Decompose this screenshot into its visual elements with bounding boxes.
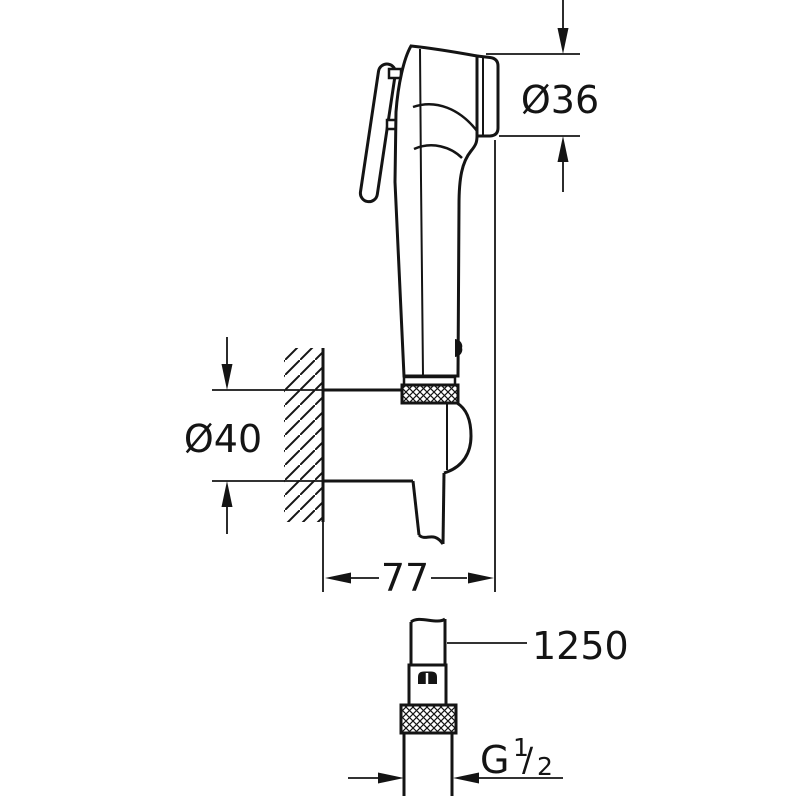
body-contour-lower [413,144,463,159]
hose-upper-right-edge [441,472,446,545]
arrow-left [453,772,479,784]
dim-bracket-diameter: Ø40 [184,337,323,534]
spray-body [393,44,479,378]
handle-clip-detail [455,339,463,357]
arrow-up [557,136,569,162]
arrow-left [325,572,351,584]
hose-break-line-top [417,533,445,545]
dim-label-thread-slash: / [522,740,534,779]
dim-label-head-diameter: Ø36 [521,78,599,122]
spray-face [475,54,500,138]
dim-label-thread-numerator: 1 [513,733,529,762]
body-highlight-line [419,48,424,376]
arrow-up [221,481,233,507]
dim-label-thread-denominator: 2 [537,752,553,781]
hose-lower-section [399,617,458,796]
hose-connector [407,663,448,707]
knurled-nut-lower [399,703,458,735]
dim-thread-size: G 1 / 2 [348,733,563,784]
arrow-right [378,772,404,784]
holder-bulge [443,401,473,475]
dim-hose-length: 1250 [447,624,629,668]
trigger-lever [358,62,397,204]
hand-spray [358,44,500,405]
dim-label-bracket-diameter: Ø40 [184,417,262,461]
dim-head-diameter: Ø36 [486,0,599,192]
dim-label-thread-letter: G [480,738,509,782]
lever-mount-upper [387,67,403,80]
arrow-down [221,364,233,390]
dim-wall-distance: 77 [322,140,496,600]
wall-mount [284,348,473,545]
arrow-right [468,572,494,584]
dim-label-wall-distance: 77 [381,556,429,600]
dim-label-hose-length: 1250 [532,624,629,668]
knurled-nut-upper [400,383,460,405]
body-contour-upper [412,103,478,132]
arrow-down [557,28,569,54]
wall-hatching [284,348,323,522]
hose-break-line-bottom [410,617,446,624]
hose-upper-left-edge [411,480,421,536]
